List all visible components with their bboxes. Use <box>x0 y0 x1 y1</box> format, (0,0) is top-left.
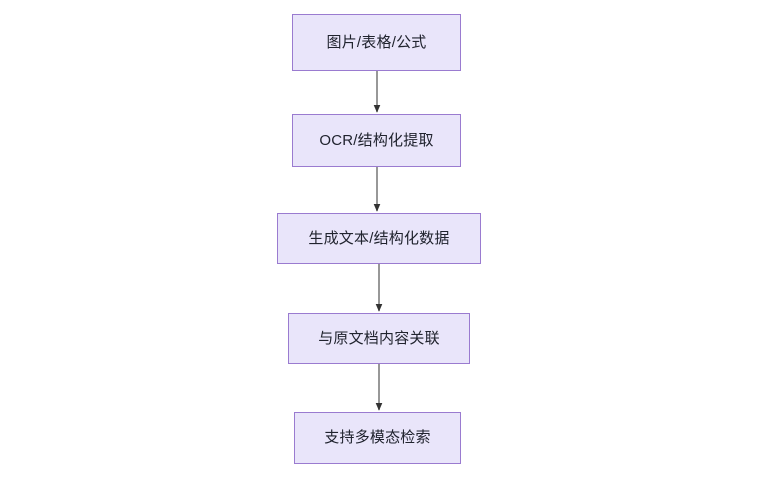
flow-node-label: 与原文档内容关联 <box>318 329 440 347</box>
flow-node-ocr-structured-extraction[interactable]: OCR/结构化提取 <box>292 114 461 167</box>
flow-node-support-multimodal-retrieval[interactable]: 支持多模态检索 <box>294 412 461 464</box>
flow-node-label: OCR/结构化提取 <box>319 131 434 149</box>
flow-node-associate-with-source-document[interactable]: 与原文档内容关联 <box>288 313 470 364</box>
flow-node-label: 图片/表格/公式 <box>326 33 427 51</box>
flow-node-label: 支持多模态检索 <box>324 429 431 446</box>
flow-node-image-table-formula[interactable]: 图片/表格/公式 <box>292 14 461 71</box>
flow-node-generate-text-structured-data[interactable]: 生成文本/结构化数据 <box>277 213 481 264</box>
flow-node-label: 生成文本/结构化数据 <box>308 229 450 247</box>
